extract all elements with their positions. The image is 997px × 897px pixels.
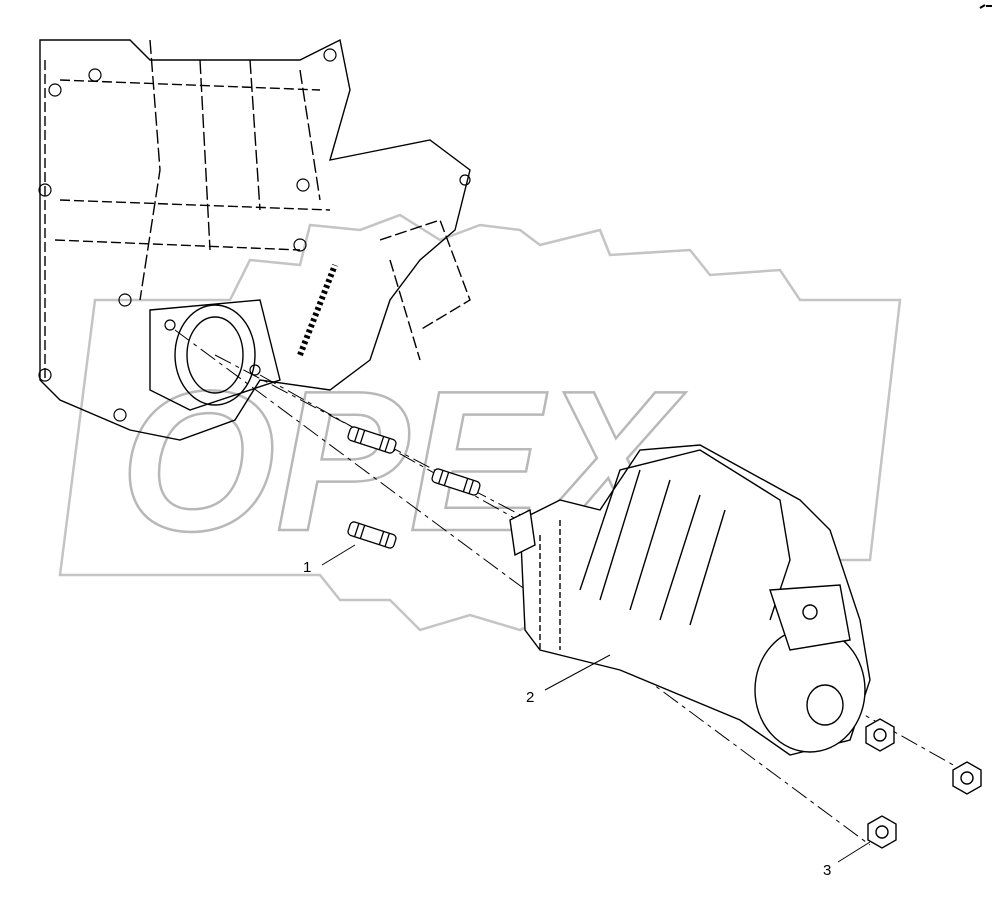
callout-leaders: [321, 544, 871, 863]
stud-parts: [347, 426, 481, 549]
stud-2: [431, 468, 481, 496]
flange-nuts: [865, 718, 982, 849]
starter-motor: [509, 444, 871, 756]
callout-1: 1: [303, 559, 311, 576]
callout-3: 3: [823, 862, 831, 879]
stud-1: [347, 426, 397, 454]
stud-3: [347, 521, 397, 549]
corner-mark-icon: [979, 4, 992, 9]
flywheel-housing: [38, 38, 471, 441]
callout-2: 2: [526, 689, 534, 706]
